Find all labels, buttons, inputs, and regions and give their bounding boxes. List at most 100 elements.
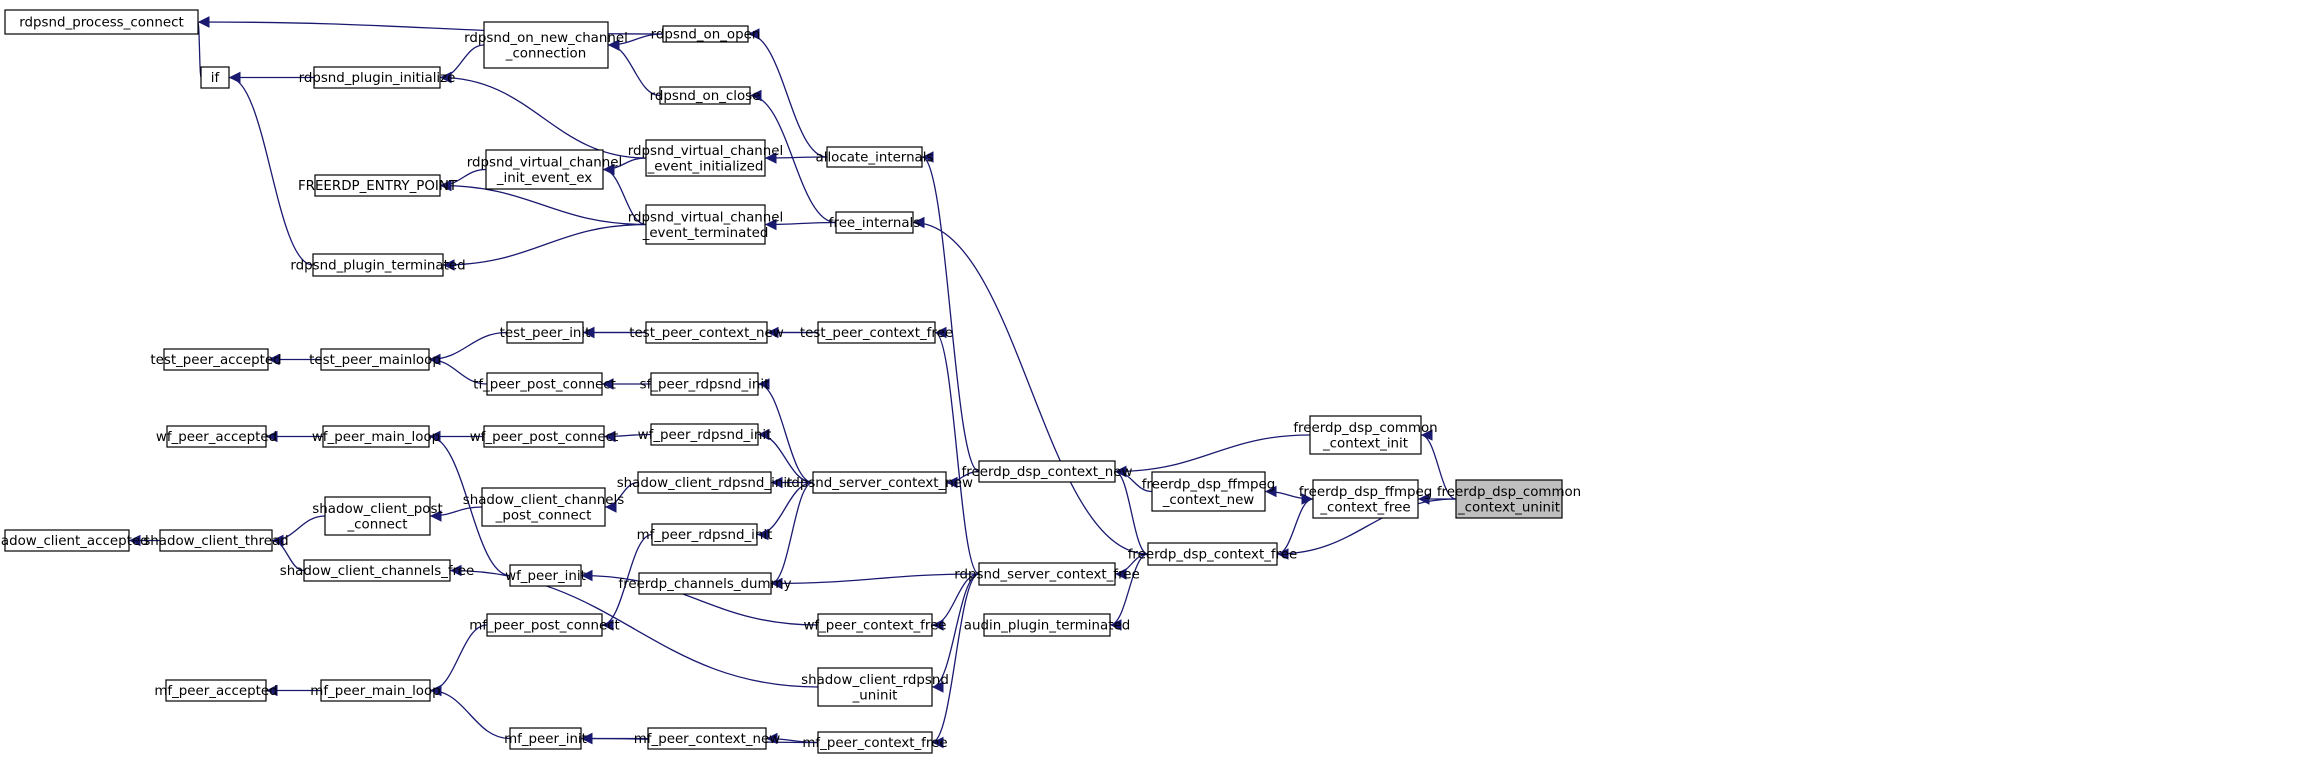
- edge-free_internals-to-rdpsnd_on_close: [749, 89, 837, 224]
- node-test-peer-mainloop[interactable]: test_peer_mainloop: [309, 348, 441, 371]
- node-wf-peer-post-connect[interactable]: wf_peer_post_connect: [470, 425, 619, 448]
- edge-shadow_client_rdpsnd_init-to-shadow_client_channels_post_connect: [604, 481, 639, 513]
- node-label: rdpsnd_virtual_channel: [467, 155, 622, 170]
- node-if[interactable]: if: [200, 66, 230, 89]
- node-mf-peer-rdpsnd-init[interactable]: mf_peer_rdpsnd_init: [637, 523, 773, 546]
- node-rdpsnd-on-new-channel-connection[interactable]: rdpsnd_on_new_channel_connection: [464, 21, 628, 69]
- node-label: _post_connect: [495, 508, 592, 523]
- node-rdpsnd-on-open[interactable]: rdpsnd_on_open: [651, 25, 761, 43]
- node-rdpsnd-plugin-initialize[interactable]: rdpsnd_plugin_initialize: [299, 66, 456, 89]
- node-label: _connection: [505, 46, 586, 61]
- node-box: [817, 731, 933, 754]
- node-rdpsnd-plugin-terminated[interactable]: rdpsnd_plugin_terminated: [290, 253, 466, 277]
- node-freerdp-dsp-common-context-init[interactable]: freerdp_dsp_common_context_init: [1293, 415, 1438, 455]
- node-label: wf_peer_init: [505, 569, 586, 584]
- node-freerdp-dsp-context-new[interactable]: freerdp_dsp_context_new: [962, 460, 1133, 483]
- node-label: rdpsnd_plugin_terminated: [290, 259, 465, 274]
- node-label: shadow_client_accepted: [0, 534, 149, 549]
- node-label: FREERDP_ENTRY_POINT: [298, 179, 458, 194]
- edge-rdpsnd_server_context_new-to-mf_peer_rdpsnd_init: [756, 481, 814, 541]
- node-label: mf_peer_rdpsnd_init: [637, 528, 773, 543]
- node-label: rdpsnd_plugin_initialize: [299, 71, 456, 86]
- node-rdpsnd-process-connect[interactable]: rdpsnd_process_connect: [4, 9, 199, 35]
- node-test-peer-context-free[interactable]: test_peer_context_free: [800, 321, 953, 344]
- node-label: free_internals: [829, 216, 920, 231]
- edge-rdpsnd_on_close-to-rdpsnd_on_new_channel_connection: [607, 39, 661, 97]
- node-box: [509, 727, 582, 750]
- node-mf-peer-context-new[interactable]: mf_peer_context_new: [634, 727, 781, 750]
- node-mf-peer-main-loop[interactable]: mf_peer_main_loop: [310, 679, 441, 702]
- node-FREERDP-ENTRY-POINT[interactable]: FREERDP_ENTRY_POINT: [298, 174, 458, 197]
- node-sf-peer-rdpsnd-init[interactable]: sf_peer_rdpsnd_init: [640, 372, 770, 396]
- edges-layer: [129, 16, 1457, 749]
- node-freerdp-dsp-common-context-uninit[interactable]: freerdp_dsp_common_context_uninit: [1437, 479, 1581, 519]
- node-wf-peer-rdpsnd-init[interactable]: wf_peer_rdpsnd_init: [638, 423, 772, 446]
- node-box: [650, 372, 759, 396]
- node-test-peer-context-new[interactable]: test_peer_context_new: [629, 321, 784, 344]
- node-mf-peer-init[interactable]: mf_peer_init: [504, 727, 587, 750]
- node-label: allocate_internals: [816, 151, 934, 166]
- node-label: _context_free: [1319, 500, 1410, 515]
- node-shadow-client-channels-free[interactable]: shadow_client_channels_free: [280, 559, 475, 582]
- node-test-peer-init[interactable]: test_peer_init: [500, 321, 591, 344]
- edge-free_internals-to-rdpsnd_virtual_channel_event_terminated: [764, 218, 837, 231]
- node-box: [165, 679, 267, 702]
- node-mf-peer-context-free[interactable]: mf_peer_context_free: [802, 731, 948, 754]
- node-label: _event_terminated: [642, 226, 769, 241]
- node-box: [645, 139, 766, 177]
- node-allocate-internals[interactable]: allocate_internals: [816, 146, 934, 168]
- node-shadow-client-rdpsnd-uninit[interactable]: shadow_client_rdpsnd_uninit: [801, 667, 949, 707]
- node-wf-peer-context-free[interactable]: wf_peer_context_free: [803, 613, 947, 637]
- node-box: [322, 425, 430, 448]
- node-rdpsnd-virtual-channel-event-initialized[interactable]: rdpsnd_virtual_channel_event_initialized: [628, 139, 783, 177]
- node-wf-peer-main-loop[interactable]: wf_peer_main_loop: [312, 425, 440, 448]
- node-label: freerdp_dsp_common: [1293, 421, 1437, 436]
- node-mf-peer-accepted[interactable]: mf_peer_accepted: [154, 679, 278, 702]
- node-shadow-client-rdpsnd-init[interactable]: shadow_client_rdpsnd_init: [617, 471, 793, 494]
- edge-allocate_internals-to-rdpsnd_virtual_channel_event_initialized: [764, 152, 828, 164]
- edge-wf_peer_init-to-wf_peer_main_loop: [428, 430, 511, 577]
- node-label: freerdp_dsp_ffmpeg: [1299, 485, 1433, 500]
- edge-rdpsnd_plugin_terminated-to-if: [228, 71, 314, 266]
- node-shadow-client-accepted[interactable]: shadow_client_accepted: [0, 529, 149, 552]
- edge-freerdp_dsp_context_new-to-allocate_internals: [921, 151, 980, 473]
- node-label: mf_peer_post_connect: [469, 619, 620, 634]
- node-mf-peer-post-connect[interactable]: mf_peer_post_connect: [469, 613, 620, 637]
- node-box: [826, 146, 923, 168]
- node-wf-peer-accepted[interactable]: wf_peer_accepted: [156, 425, 277, 448]
- node-wf-peer-init[interactable]: wf_peer_init: [505, 564, 586, 587]
- node-box: [651, 523, 758, 546]
- node-label: tf_peer_post_connect: [473, 378, 616, 393]
- node-label: shadow_client_rdpsnd_init: [617, 476, 793, 491]
- node-free-internals[interactable]: free_internals: [829, 211, 920, 234]
- node-box: [509, 564, 582, 587]
- node-audin-plugin-terminated[interactable]: audin_plugin_terminated: [964, 613, 1130, 637]
- node-box: [978, 460, 1116, 483]
- node-label: rdpsnd_on_new_channel: [464, 31, 628, 46]
- edge-tf_peer_post_connect-to-test_peer_mainloop: [428, 353, 488, 385]
- node-tf-peer-post-connect[interactable]: tf_peer_post_connect: [473, 372, 616, 396]
- node-freerdp-dsp-ffmpeg-context-free[interactable]: freerdp_dsp_ffmpeg_context_free: [1299, 479, 1433, 519]
- node-rdpsnd-virtual-channel-init-event-ex[interactable]: rdpsnd_virtual_channel_init_event_ex: [467, 149, 622, 190]
- node-label: shadow_client_channels: [463, 493, 624, 508]
- node-rdpsnd-on-close[interactable]: rdpsnd_on_close: [650, 86, 761, 105]
- node-freerdp-channels-dummy[interactable]: freerdp_channels_dummy: [618, 572, 792, 595]
- node-freerdp-dsp-ffmpeg-context-new[interactable]: freerdp_dsp_ffmpeg_context_new: [1142, 471, 1276, 512]
- node-freerdp-dsp-context-free[interactable]: freerdp_dsp_context_free: [1128, 542, 1298, 566]
- node-shadow-client-post-connect[interactable]: shadow_client_post_connect: [312, 496, 443, 536]
- node-label: freerdp_dsp_ffmpeg: [1142, 477, 1276, 492]
- node-label: shadow_client_post: [312, 502, 442, 517]
- node-box: [314, 174, 441, 197]
- node-rdpsnd-server-context-free[interactable]: rdpsnd_server_context_free: [954, 562, 1140, 586]
- node-label: test_peer_context_new: [629, 326, 783, 341]
- node-box: [320, 679, 431, 702]
- node-test-peer-accepted[interactable]: test_peer_accepted: [150, 348, 282, 371]
- node-label: mf_peer_context_new: [634, 732, 781, 747]
- node-rdpsnd-virtual-channel-event-terminated[interactable]: rdpsnd_virtual_channel_event_terminated: [628, 204, 783, 245]
- node-shadow-client-thread[interactable]: shadow_client_thread: [143, 529, 289, 552]
- edge-mf_peer_context_free-to-mf_peer_context_new: [765, 732, 819, 745]
- edge-freerdp_dsp_common_context_uninit-to-freerdp_dsp_context_free: [1276, 498, 1457, 560]
- node-rdpsnd-server-context-new[interactable]: rdpsnd_server_context_new: [786, 471, 973, 494]
- node-shadow-client-channels-post-connect[interactable]: shadow_client_channels_post_connect: [463, 487, 624, 527]
- node-box: [4, 529, 130, 552]
